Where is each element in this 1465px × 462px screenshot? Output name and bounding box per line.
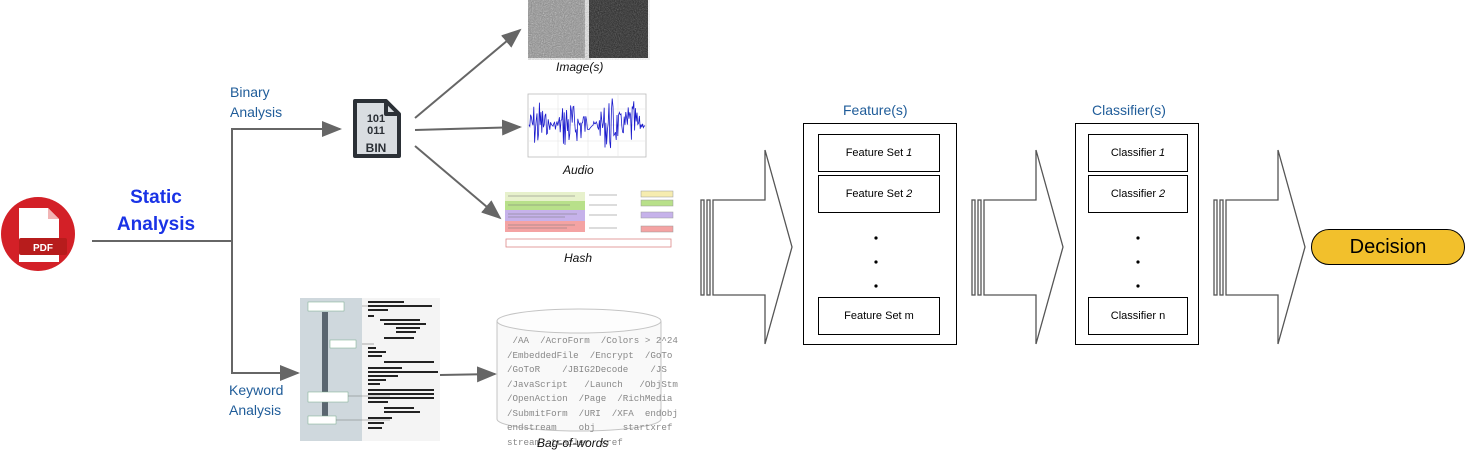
pdf-file-icon: PDF <box>1 197 75 271</box>
bag-of-words-line: endstream obj startxref <box>507 422 673 433</box>
audio-waveform <box>527 93 647 158</box>
classifier-ellipsis-dots <box>1136 236 1140 288</box>
pdf-icon-text: PDF <box>33 243 53 254</box>
arrow-to-keyword <box>231 241 300 381</box>
keyword-analysis-label: Keyword Analysis <box>229 380 283 420</box>
hash-illustration <box>505 190 674 248</box>
feature-set-2-index: 2 <box>906 188 913 200</box>
bag-of-words-cylinder <box>496 308 662 432</box>
classifier-1-label: Classifier <box>1110 147 1157 159</box>
feature-set-1-index: 1 <box>906 147 913 159</box>
image-representations <box>528 0 648 58</box>
binary-file-icon: 101 011 BIN <box>353 99 401 158</box>
hash-label: Hash <box>564 251 593 265</box>
classifiers-title: Classifier(s) <box>1092 102 1166 118</box>
classifier-n-label: Classifier n <box>1110 310 1166 322</box>
static-analysis-line1: Static <box>130 187 182 208</box>
block-arrow-1 <box>700 149 793 345</box>
static-analysis-line2: Analysis <box>116 214 196 235</box>
bag-of-words-line: /JavaScript /Launch /ObjStm <box>507 378 678 390</box>
bag-of-words-line: /EmbeddedFile /Encrypt /GoTo <box>507 349 673 361</box>
keyword-analysis-line2: Analysis <box>229 402 282 418</box>
binary-analysis-label: Binary Analysis <box>230 82 282 122</box>
static-analysis-label: Static Analysis <box>112 184 200 238</box>
bag-of-words-line: /SubmitForm /URI /XFA endobj <box>507 407 678 419</box>
arrow-to-binary <box>231 121 342 241</box>
binary-analysis-line2: Analysis <box>230 104 283 120</box>
block-arrow-2 <box>971 149 1064 345</box>
classifier-2-label: Classifier <box>1110 188 1157 200</box>
bag-of-words-line: stream trailer xref <box>507 436 623 448</box>
feature-set-m-label: Feature Set m <box>844 310 914 322</box>
bin-icon-line2: 011 <box>367 125 385 137</box>
feature-set-1-label: Feature Set <box>845 147 904 159</box>
binary-analysis-line1: Binary <box>230 84 270 100</box>
bag-of-words-line: /AA /AcroForm /Colors > 2^24 <box>507 335 678 346</box>
bag-of-words-content: /AA /AcroForm /Colors > 2^24/EmbeddedFil… <box>507 334 678 450</box>
feature-ellipsis-dots <box>874 236 878 288</box>
block-arrow-3 <box>1213 149 1306 345</box>
decision-pill: Decision <box>1311 229 1465 265</box>
images-label: Image(s) <box>556 60 604 74</box>
arrow-bin-to-image <box>414 28 522 119</box>
bin-icon-line1: 101 <box>367 113 385 125</box>
bag-of-words-line: /GoToR /JBIG2Decode /JS <box>507 364 667 375</box>
bag-of-words-label: Bag-of-words <box>537 436 609 450</box>
bin-icon-line3: BIN <box>366 141 387 155</box>
bag-of-words-line: /OpenAction /Page /RichMedia <box>507 393 673 404</box>
classifier-1-index: 1 <box>1159 147 1166 159</box>
features-title: Feature(s) <box>843 102 908 118</box>
arrow-bin-to-hash <box>414 145 502 220</box>
arrow-bin-to-audio <box>414 119 522 136</box>
grayscale-image-2 <box>589 0 648 58</box>
audio-label: Audio <box>563 163 594 177</box>
keyword-analysis-line1: Keyword <box>229 382 284 398</box>
arrow-keyword-to-bow <box>439 366 497 383</box>
pdf-structure-illustration <box>300 298 440 441</box>
classifier-n: Classifier n <box>1088 297 1188 335</box>
grayscale-image-1 <box>528 0 585 58</box>
feature-set-2-label: Feature Set <box>845 188 904 200</box>
audio-signal-line <box>528 98 646 149</box>
classifier-2-index: 2 <box>1159 188 1166 200</box>
feature-set-m: Feature Set m <box>818 297 940 335</box>
